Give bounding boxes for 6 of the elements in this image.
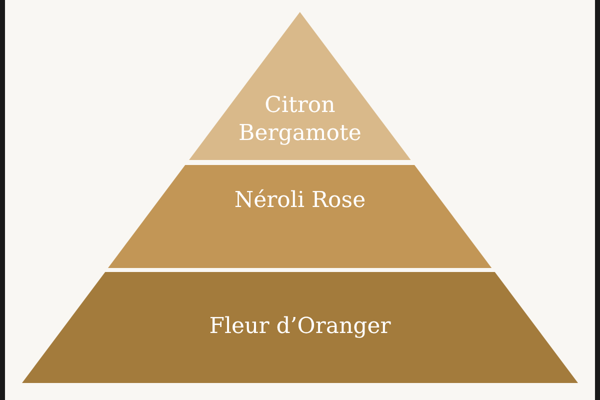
pyramid-tier — [189, 12, 411, 160]
tier-label: Citron Bergamote — [238, 92, 362, 148]
tier-label: Néroli Rose — [234, 187, 366, 215]
pyramid-tier — [108, 165, 492, 268]
pyramid-tier — [22, 272, 578, 383]
tier-label: Fleur d’Oranger — [209, 313, 391, 341]
